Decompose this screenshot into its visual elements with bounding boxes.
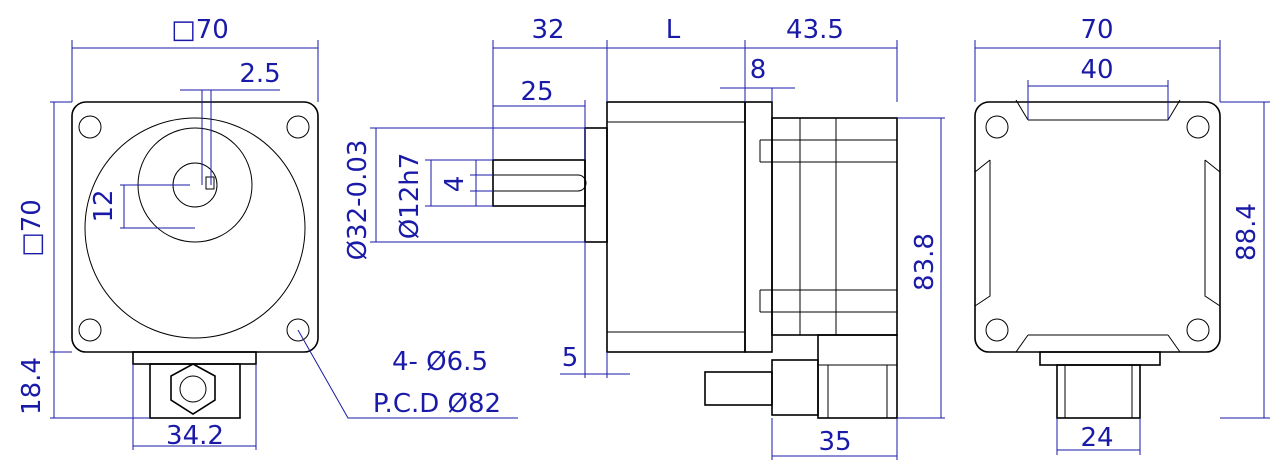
connector-width-label: 34.2 (166, 421, 224, 451)
side-view (492, 101, 898, 419)
rear-length-label: 43.5 (786, 15, 844, 45)
shaft-diameter-label: Ø12h7 (395, 153, 425, 240)
pilot-diameter-label: Ø32-0.03 (343, 140, 373, 261)
key-length-label: 25 (520, 77, 553, 107)
key-offset-label: 2.5 (239, 59, 280, 89)
rear-connector-width-label: 24 (1080, 423, 1113, 453)
pilot (584, 127, 608, 243)
pilot-depth-label: 5 (562, 343, 579, 373)
mount-hole (985, 115, 1009, 139)
connector-height-label: 18.4 (17, 357, 47, 415)
side-connector-width-label: 35 (818, 427, 851, 457)
connector-body (149, 363, 241, 419)
pcd-label: P.C.D Ø82 (373, 389, 501, 419)
mount-hole (286, 318, 310, 342)
mount-hole (1186, 318, 1210, 342)
holes-label: 4- Ø6.5 (392, 347, 488, 377)
key-width-label: 4 (440, 176, 470, 193)
cable-nut (170, 363, 216, 415)
connector-base (132, 351, 257, 365)
front-dimensions: □70 2.5 12 □70 18.4 34.2 4- Ø6.5 P.C.D Ø… (17, 15, 518, 451)
cable (704, 371, 773, 406)
front-view (71, 101, 319, 419)
mount-hole (985, 318, 1009, 342)
rear-view (974, 99, 1221, 419)
body-length-label: L (666, 15, 681, 45)
motor-body (606, 101, 746, 353)
shaft (492, 159, 586, 207)
rear-height-label: 88.4 (1232, 203, 1262, 261)
rear-width-label: 70 (1080, 15, 1113, 45)
gearbox-circle (84, 117, 306, 339)
rear-connector (817, 334, 898, 419)
shaft-offset-label: 12 (89, 189, 119, 222)
encoder-housing (771, 117, 898, 336)
rear-connector-base (1039, 351, 1161, 366)
side-dimensions: 32 L 43.5 25 8 Ø32-0.03 Ø12h7 4 5 83.8 3… (343, 15, 945, 460)
mount-hole (78, 318, 102, 342)
flange-outline (71, 101, 319, 353)
mount-hole (78, 115, 102, 139)
rear-outline (974, 101, 1221, 353)
rear-step-label: 8 (750, 55, 767, 85)
front-height-label: □70 (17, 199, 47, 257)
rear-dimensions: 70 40 88.4 24 (974, 15, 1270, 455)
keyway (493, 174, 587, 192)
mount-hole (286, 115, 310, 139)
mount-hole (1186, 115, 1210, 139)
side-height-label: 83.8 (910, 233, 940, 291)
rear-inner-width-label: 40 (1080, 55, 1113, 85)
shaft-length-label: 32 (531, 15, 564, 45)
front-width-label: □70 (171, 15, 229, 45)
rear-connector-body (1056, 364, 1141, 419)
cable-gland-side (771, 359, 819, 416)
key (205, 176, 215, 190)
cable-gland (179, 375, 207, 403)
